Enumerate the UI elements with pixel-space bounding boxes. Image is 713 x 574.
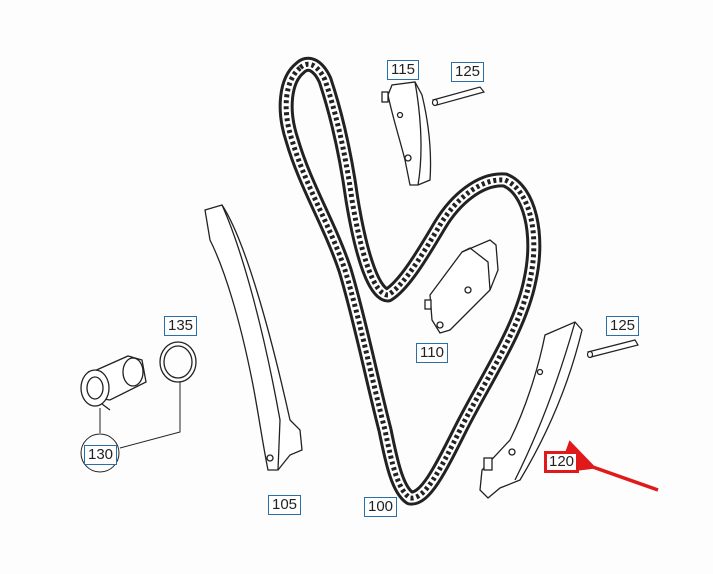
callout-120[interactable]: 120 — [544, 451, 580, 473]
seal-ring-135 — [159, 341, 197, 383]
callout-100[interactable]: 100 — [364, 497, 398, 517]
pin-125-right — [586, 339, 639, 359]
callout-115[interactable]: 115 — [387, 60, 419, 80]
guide-rail-115 — [381, 81, 432, 186]
leader-lines-130 — [80, 382, 181, 473]
callout-130[interactable]: 130 — [84, 445, 118, 465]
timing-chain — [278, 56, 542, 506]
callout-105[interactable]: 105 — [268, 495, 302, 515]
tensioner-rail-120 — [479, 321, 583, 499]
pin-125-top — [431, 86, 486, 107]
highlight-arrow — [557, 440, 659, 492]
chain-tensioner-130 — [80, 355, 147, 411]
guide-rail-110 — [424, 239, 499, 334]
callout-125-top[interactable]: 125 — [451, 62, 485, 82]
guide-rail-105 — [204, 204, 303, 471]
callout-135[interactable]: 135 — [164, 316, 198, 336]
callout-125-right[interactable]: 125 — [606, 316, 640, 336]
callout-110[interactable]: 110 — [416, 343, 448, 363]
